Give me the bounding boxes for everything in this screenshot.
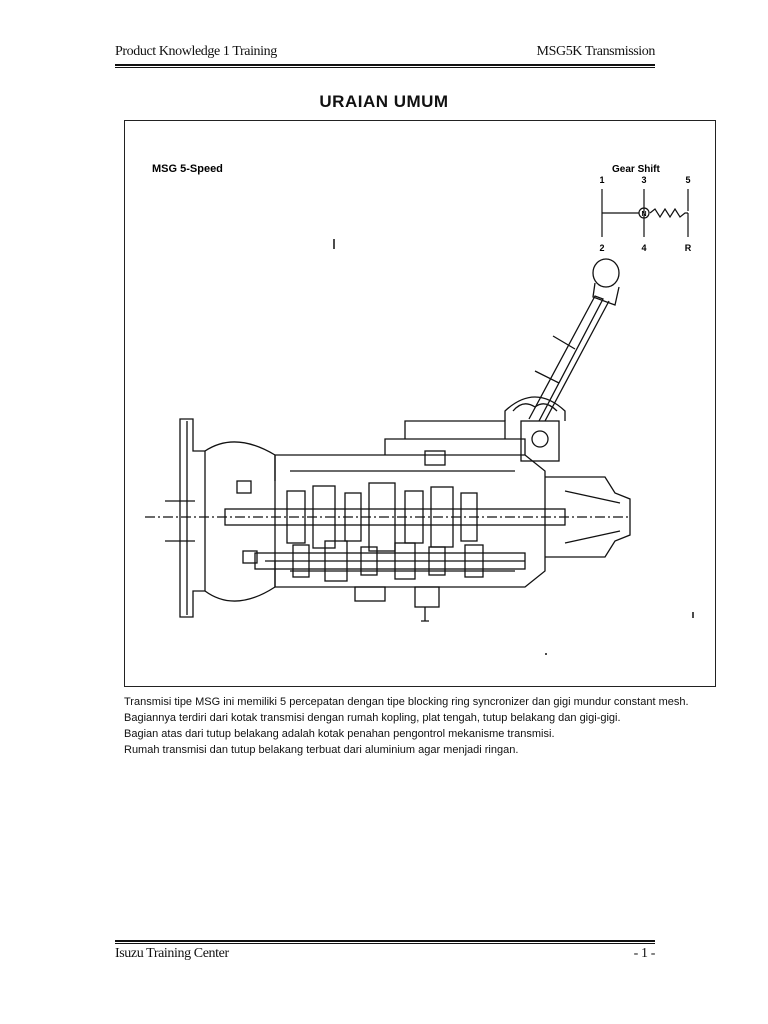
gear-shift-pattern (601, 189, 689, 237)
description-paragraph: Transmisi tipe MSG ini memiliki 5 percep… (124, 694, 724, 758)
page-number: - 1 - (633, 946, 656, 961)
gear-label-1: 1 (599, 175, 604, 185)
paragraph-line: Transmisi tipe MSG ini memiliki 5 percep… (124, 696, 689, 708)
header-right-text: MSG5K Transmission (536, 44, 656, 59)
paragraph-line: Bagiannya terdiri dari kotak transmisi d… (124, 712, 621, 724)
gear-label-2: 2 (599, 243, 604, 253)
paragraph-line: Bagian atas dari tutup belakang adalah k… (124, 728, 555, 740)
gear-label-3: 3 (641, 175, 646, 185)
gear-shift-title: Gear Shift (612, 164, 660, 175)
page-header: Product Knowledge 1 Training MSG5K Trans… (115, 44, 655, 64)
gear-label-r: R (685, 243, 692, 253)
gear-label-4: 4 (641, 243, 646, 253)
page-title: URAIAN UMUM (319, 92, 449, 111)
footer-rule-thin (115, 943, 655, 944)
transmission-diagram: MSG 5-Speed Gear Shift N 1 3 5 2 4 R (145, 163, 694, 655)
model-label: MSG 5-Speed (152, 163, 223, 175)
transmission-figure: MSG 5-Speed Gear Shift N 1 3 5 2 4 R (124, 120, 716, 687)
footer-rule (115, 940, 655, 942)
transmission-cutaway (145, 258, 631, 622)
neutral-label: N (641, 211, 646, 218)
header-rule (115, 64, 655, 66)
page-footer: Isuzu Training Center - 1 - (115, 946, 655, 966)
header-rule-thin (115, 67, 655, 68)
footer-left-text: Isuzu Training Center (115, 946, 229, 961)
header-left-text: Product Knowledge 1 Training (115, 44, 277, 59)
gear-label-5: 5 (685, 175, 690, 185)
paragraph-line: Rumah transmisi dan tutup belakang terbu… (124, 744, 519, 756)
